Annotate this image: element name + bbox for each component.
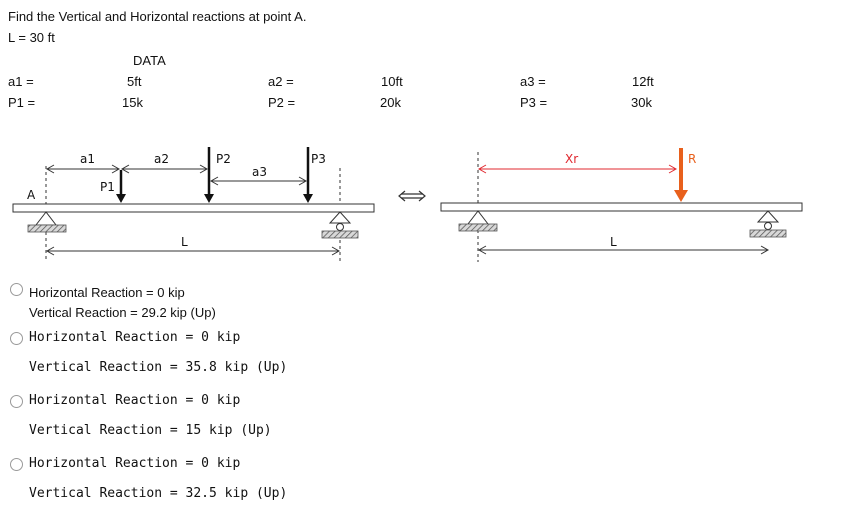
radio-option-1[interactable] [10,283,23,296]
data-header: DATA [133,53,166,68]
equivalence-arrow-icon [398,190,426,202]
resultant-arrow-r [674,148,688,202]
a1-label: a1 = [8,74,34,89]
pin-support-icon [27,211,67,233]
length-value: L = 30 ft [8,30,55,45]
p1-label: P1 = [8,95,36,110]
dim-length-right [477,245,770,255]
right-beam-diagram [440,148,803,262]
dim-a3 [209,176,308,186]
dim-a1 [45,164,121,174]
dim-a3-label: a3 [252,165,267,179]
a2-label: a2 = [268,74,294,89]
a2-value: 10ft [381,74,403,89]
load-arrow-p3 [303,147,313,203]
radio-option-4[interactable] [10,458,23,471]
right-pin-support-icon [458,210,498,232]
dim-a2-label: a2 [154,152,169,166]
load-arrow-p1 [116,170,126,203]
option-4-horizontal: Horizontal Reaction = 0 kip [29,456,241,471]
a1-value: 5ft [127,74,142,89]
option-2-horizontal: Horizontal Reaction = 0 kip [29,330,241,345]
load-arrow-p2 [204,147,214,203]
dim-xr [477,164,678,174]
option-4-vertical: Vertical Reaction = 32.5 kip (Up) [29,486,288,501]
support-a-label: A [27,188,36,202]
resultant-r-label: R [688,152,697,166]
left-beam-diagram [12,147,375,262]
length-right-label: L [610,235,617,249]
option-1-vertical: Vertical Reaction = 29.2 kip (Up) [29,305,216,320]
dim-a2 [120,164,209,174]
question-prompt: Find the Vertical and Horizontal reactio… [8,9,307,24]
p3-value: 30k [631,95,652,110]
a3-value: 12ft [632,74,654,89]
dim-length-left [45,246,341,256]
length-left-label: L [181,235,188,249]
right-beam [440,202,803,212]
load-p2-label: P2 [216,152,231,166]
option-1-horizontal: Horizontal Reaction = 0 kip [29,285,185,300]
option-2-vertical: Vertical Reaction = 35.8 kip (Up) [29,360,288,375]
left-beam [12,203,375,213]
p1-value: 15k [122,95,143,110]
option-3-vertical: Vertical Reaction = 15 kip (Up) [29,423,272,438]
load-p3-label: P3 [311,152,326,166]
option-3-horizontal: Horizontal Reaction = 0 kip [29,393,241,408]
dim-a1-label: a1 [80,152,95,166]
load-p1-label: P1 [100,180,115,194]
p2-label: P2 = [268,95,296,110]
p2-value: 20k [380,95,401,110]
radio-option-3[interactable] [10,395,23,408]
right-roller-support-icon [749,210,787,238]
roller-support-icon [321,211,359,239]
a3-label: a3 = [520,74,546,89]
radio-option-2[interactable] [10,332,23,345]
p3-label: P3 = [520,95,548,110]
xr-label: Xr [565,152,579,166]
